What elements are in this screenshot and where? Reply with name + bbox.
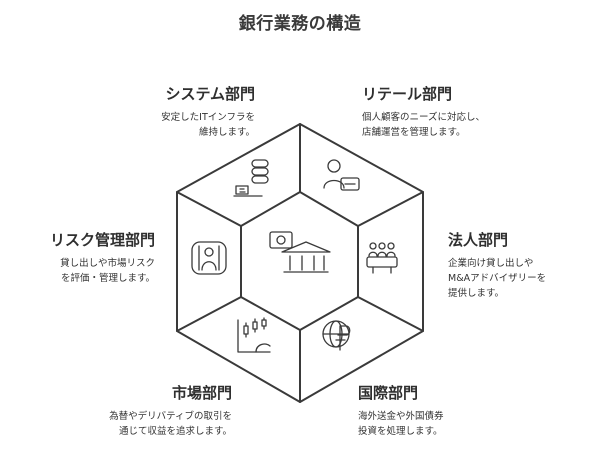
customer-icon [323, 159, 360, 191]
department-corporate: 法人部門 企業向け貸し出しや M&Aアドバイザリーを 提供します。 [448, 229, 546, 301]
risk-shield-icon [191, 241, 227, 275]
department-market-desc: 為替やデリバティブの取引を 通じて収益を追求します。 [109, 411, 232, 437]
department-international-desc: 海外送金や外国債券 投資を処理します。 [358, 411, 444, 437]
department-corporate-desc: 企業向け貸し出しや M&Aアドバイザリーを 提供します。 [448, 258, 547, 299]
department-system-name: システム部門 [165, 85, 255, 103]
department-retail: リテール部門 個人顧客のニーズに対応し、 店舗運営を管理します。 [362, 83, 485, 140]
diagram-title: 銀行業務の構造 [238, 14, 362, 34]
department-risk-name: リスク管理部門 [49, 231, 155, 249]
divider-bottom-left [176, 296, 242, 332]
divider-bottom-right [357, 296, 424, 332]
department-market-name: 市場部門 [171, 384, 232, 402]
department-risk-desc: 貸し出しや市場リスク を評価・管理します。 [60, 258, 155, 284]
bank-icon [269, 231, 331, 273]
department-system: システム部門 安定したITインフラを 維持します。 [161, 83, 255, 140]
candlestick-chart-icon [237, 317, 271, 353]
server-icon [233, 159, 269, 197]
department-retail-desc: 個人顧客のニーズに対応し、 店舗運営を管理します。 [362, 112, 486, 138]
department-market: 市場部門 為替やデリバティブの取引を 通じて収益を追求します。 [109, 382, 232, 439]
department-corporate-name: 法人部門 [448, 231, 509, 249]
meeting-icon [366, 242, 398, 274]
department-system-desc: 安定したITインフラを 維持します。 [161, 112, 255, 138]
department-retail-name: リテール部門 [362, 85, 453, 103]
divider-top-left [176, 191, 242, 227]
inner-hexagon [240, 191, 359, 331]
department-international-name: 国際部門 [358, 384, 419, 402]
globe-currency-icon [322, 320, 351, 351]
department-international: 国際部門 海外送金や外国債券 投資を処理します。 [358, 382, 444, 439]
department-risk: リスク管理部門 貸し出しや市場リスク を評価・管理します。 [50, 229, 155, 286]
divider-top-right [357, 191, 424, 227]
